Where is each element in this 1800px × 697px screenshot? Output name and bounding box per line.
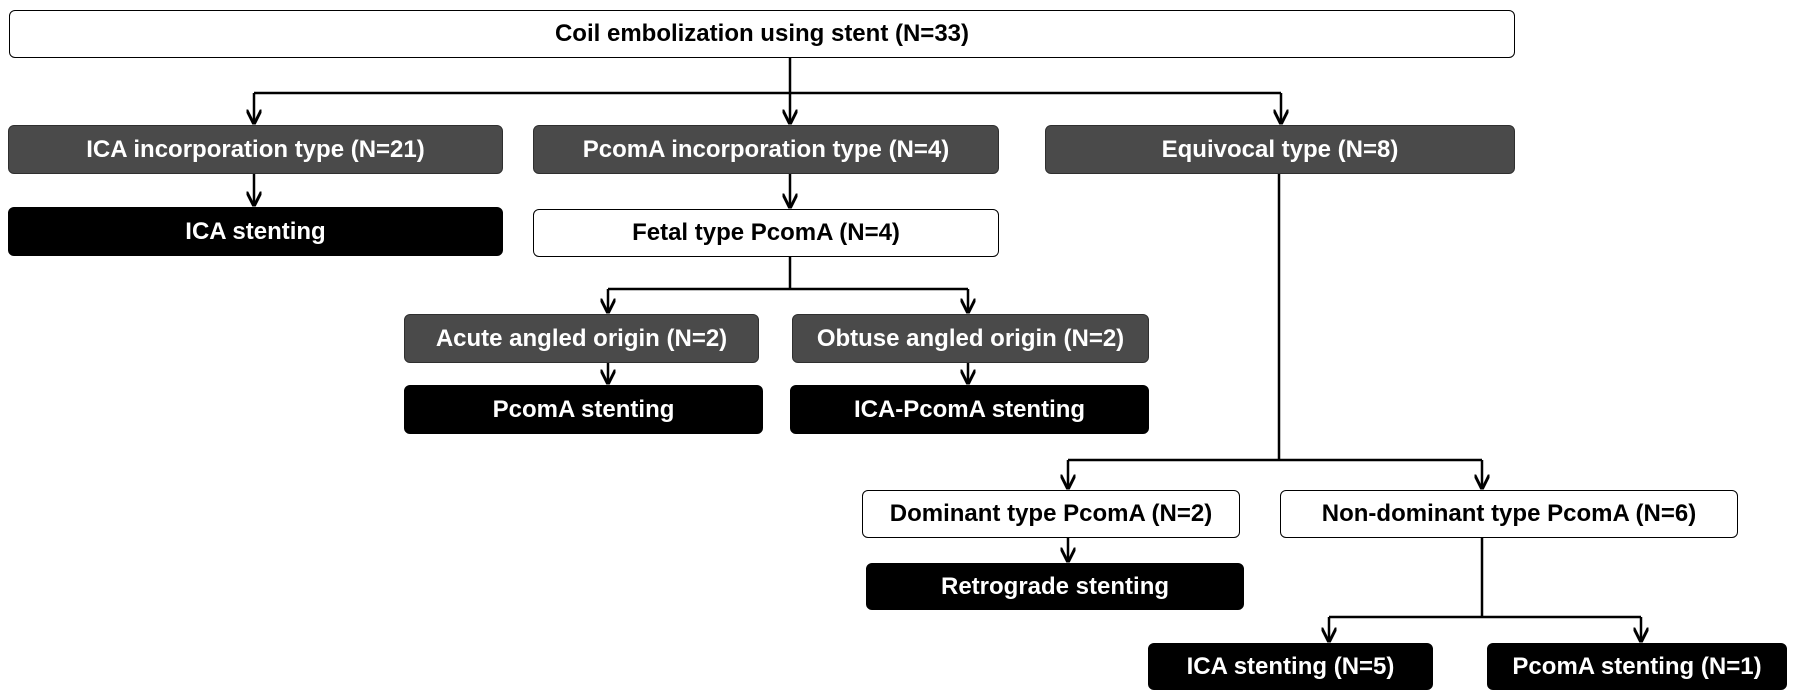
node-pcoma-stenting-n1: PcomA stenting (N=1) bbox=[1487, 643, 1787, 690]
node-non-dominant-type-pcoma: Non-dominant type PcomA (N=6) bbox=[1280, 490, 1738, 538]
node-ica-pcoma-stenting: ICA-PcomA stenting bbox=[790, 385, 1149, 434]
node-ica-stenting: ICA stenting bbox=[8, 207, 503, 256]
node-acute-angled-origin: Acute angled origin (N=2) bbox=[404, 314, 759, 363]
node-ica-stenting-n5: ICA stenting (N=5) bbox=[1148, 643, 1433, 690]
node-dominant-type-pcoma: Dominant type PcomA (N=2) bbox=[862, 490, 1240, 538]
node-root: Coil embolization using stent (N=33) bbox=[9, 10, 1515, 58]
node-retrograde-stenting: Retrograde stenting bbox=[866, 563, 1244, 610]
node-equivocal-type: Equivocal type (N=8) bbox=[1045, 125, 1515, 174]
node-obtuse-angled-origin: Obtuse angled origin (N=2) bbox=[792, 314, 1149, 363]
node-fetal-type-pcoma: Fetal type PcomA (N=4) bbox=[533, 209, 999, 257]
node-ica-incorporation-type: ICA incorporation type (N=21) bbox=[8, 125, 503, 174]
node-pcoma-incorporation-type: PcomA incorporation type (N=4) bbox=[533, 125, 999, 174]
node-pcoma-stenting: PcomA stenting bbox=[404, 385, 763, 434]
